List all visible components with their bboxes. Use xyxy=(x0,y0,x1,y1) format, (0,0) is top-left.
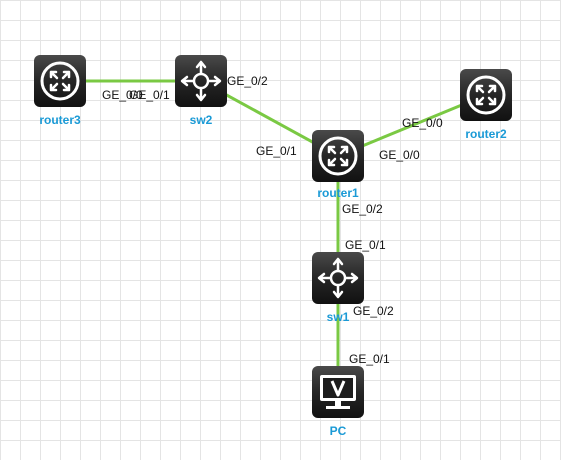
port-label-sw1-ge01: GE_0/1 xyxy=(345,238,386,252)
node-label-pc: PC xyxy=(330,424,347,438)
port-label-router2-ge00: GE_0/0 xyxy=(402,116,443,130)
device-router2[interactable] xyxy=(460,69,512,121)
device-sw1[interactable] xyxy=(312,252,364,304)
router-icon xyxy=(466,75,506,115)
port-label-sw1-ge02: GE_0/2 xyxy=(353,304,394,318)
node-label-sw2: sw2 xyxy=(190,113,213,127)
device-router1[interactable] xyxy=(312,130,364,182)
port-label-router1-ge01: GE_0/1 xyxy=(256,144,297,158)
port-label-router3-ge00: GE_0/0 xyxy=(102,88,143,102)
router-icon xyxy=(40,61,80,101)
device-pc[interactable] xyxy=(312,366,364,418)
port-label-router1-ge00: GE_0/0 xyxy=(379,148,420,162)
port-label-router1-ge02: GE_0/2 xyxy=(342,202,383,216)
port-label-pc-ge01: GE_0/1 xyxy=(349,352,390,366)
port-label-sw2-ge02: GE_0/2 xyxy=(227,74,268,88)
device-router3[interactable] xyxy=(34,55,86,107)
node-label-router3: router3 xyxy=(39,113,81,127)
switch-icon xyxy=(317,257,359,299)
node-label-sw1: sw1 xyxy=(327,310,350,324)
port-labels: GE_0/0 GE_0/1 GE_0/2 GE_0/1 GE_0/0 GE_0/… xyxy=(102,74,443,366)
port-label-sw2-ge01: GE_0/1 xyxy=(129,88,170,102)
device-sw2[interactable] xyxy=(175,55,227,107)
router-icon xyxy=(318,136,358,176)
pc-monitor-icon xyxy=(320,375,356,409)
node-label-router2: router2 xyxy=(465,127,507,141)
switch-icon xyxy=(180,60,222,102)
node-label-router1: router1 xyxy=(317,186,359,200)
